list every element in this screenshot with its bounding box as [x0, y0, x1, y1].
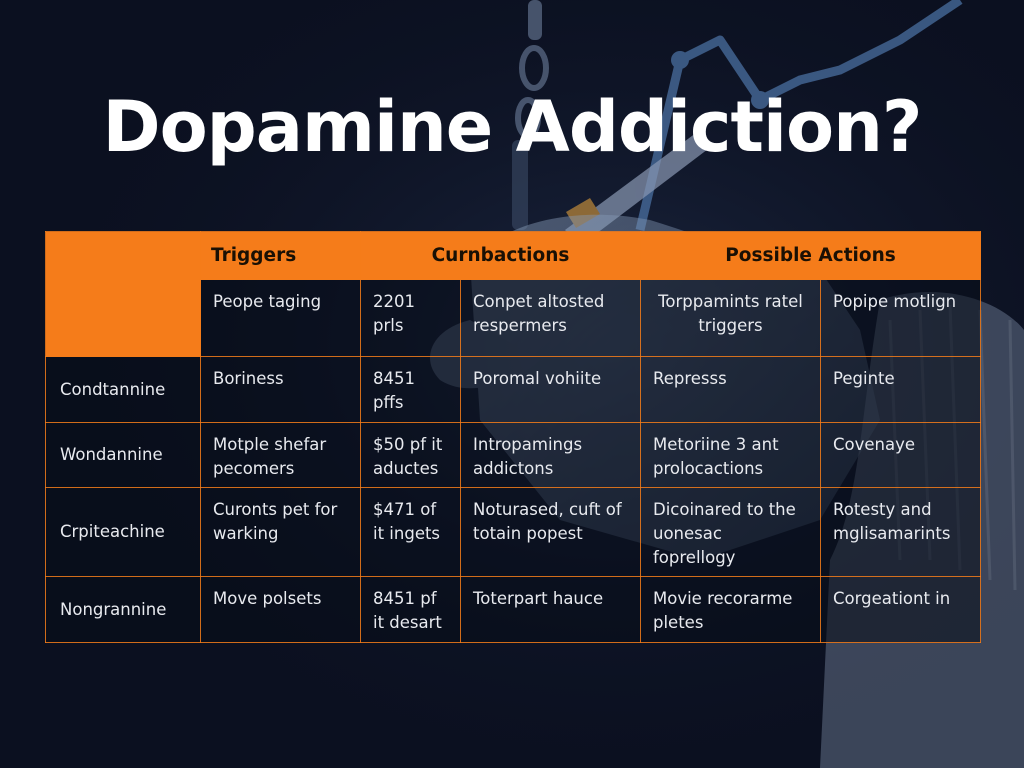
chain-graphic	[512, 0, 549, 230]
header-triggers: Triggers	[200, 231, 361, 280]
table-row: Nongrannine Move polsets 8451 pf it desa…	[45, 576, 982, 643]
table-cell: Boriness	[200, 356, 361, 423]
table-row: Peope taging 2201 prls Conpet altosted r…	[46, 279, 982, 357]
table-cell: Motple shefar pecomers	[200, 422, 361, 488]
table-cell: Rotesty and mglisamarints	[819, 487, 982, 577]
table-row: Condtannine Boriness 8451 pffs Poromal v…	[45, 356, 982, 423]
table-cell: Conpet altosted respermers	[460, 279, 641, 357]
table-header-row: Triggers Curnbactions Possible Actions	[45, 231, 982, 357]
table-row: Wondannine Motple shefar pecomers $50 pf…	[45, 422, 982, 488]
row-label: Nongrannine	[45, 576, 201, 643]
table-cell: Peope taging	[200, 279, 361, 357]
line-graph-graphic	[635, 0, 963, 232]
table-cell: $471 of it ingets	[360, 487, 461, 577]
table-cell: 8451 pf it desart	[360, 576, 461, 643]
table-cell: Move polsets	[200, 576, 361, 643]
table-cell: Dicoinared to the uonesac foprellogy	[640, 487, 821, 577]
header-curnbactions: Curnbactions	[360, 231, 641, 280]
header-corner-cell	[45, 231, 201, 357]
table-cell: Metoriine 3 ant prolocactions	[640, 422, 821, 488]
table-cell: Peginte	[819, 356, 982, 423]
table-cell: Covenaye	[819, 422, 982, 488]
table-cell: Poromal vohiite	[460, 356, 641, 423]
table-cell: Curonts pet for warking	[200, 487, 361, 577]
row-label: Crpiteachine	[45, 487, 201, 577]
table-cell: 8451 pffs	[360, 356, 461, 423]
table-cell: Torppamints ratel triggers	[640, 279, 821, 357]
row-label: Wondannine	[45, 422, 201, 488]
table-cell: Noturased, cuft of totain popest	[460, 487, 641, 577]
table-cell: $50 pf it aductes	[360, 422, 461, 488]
table-cell: Toterpart hauce	[460, 576, 641, 643]
table-row: Crpiteachine Curonts pet for warking $47…	[45, 487, 982, 577]
table-cell: Movie recorarme pletes	[640, 576, 821, 643]
header-possible-actions-label: Possible Actions	[725, 244, 896, 266]
table-cell: Popipe motlign	[819, 279, 982, 357]
header-possible-actions: Possible Actions	[639, 231, 982, 280]
header-curnbactions-label: Curnbactions	[431, 244, 570, 266]
addiction-table: Triggers Curnbactions Possible Actions P…	[45, 231, 982, 643]
table-cell: Corgeationt in	[819, 576, 982, 643]
table-cell: Represss	[640, 356, 821, 423]
table-cell: 2201 prls	[360, 279, 461, 357]
row-label: Condtannine	[45, 356, 201, 423]
page-title: Dopamine Addiction?	[102, 86, 922, 168]
table-cell: Intropamings addictons	[460, 422, 641, 488]
header-triggers-label: Triggers	[211, 244, 297, 266]
